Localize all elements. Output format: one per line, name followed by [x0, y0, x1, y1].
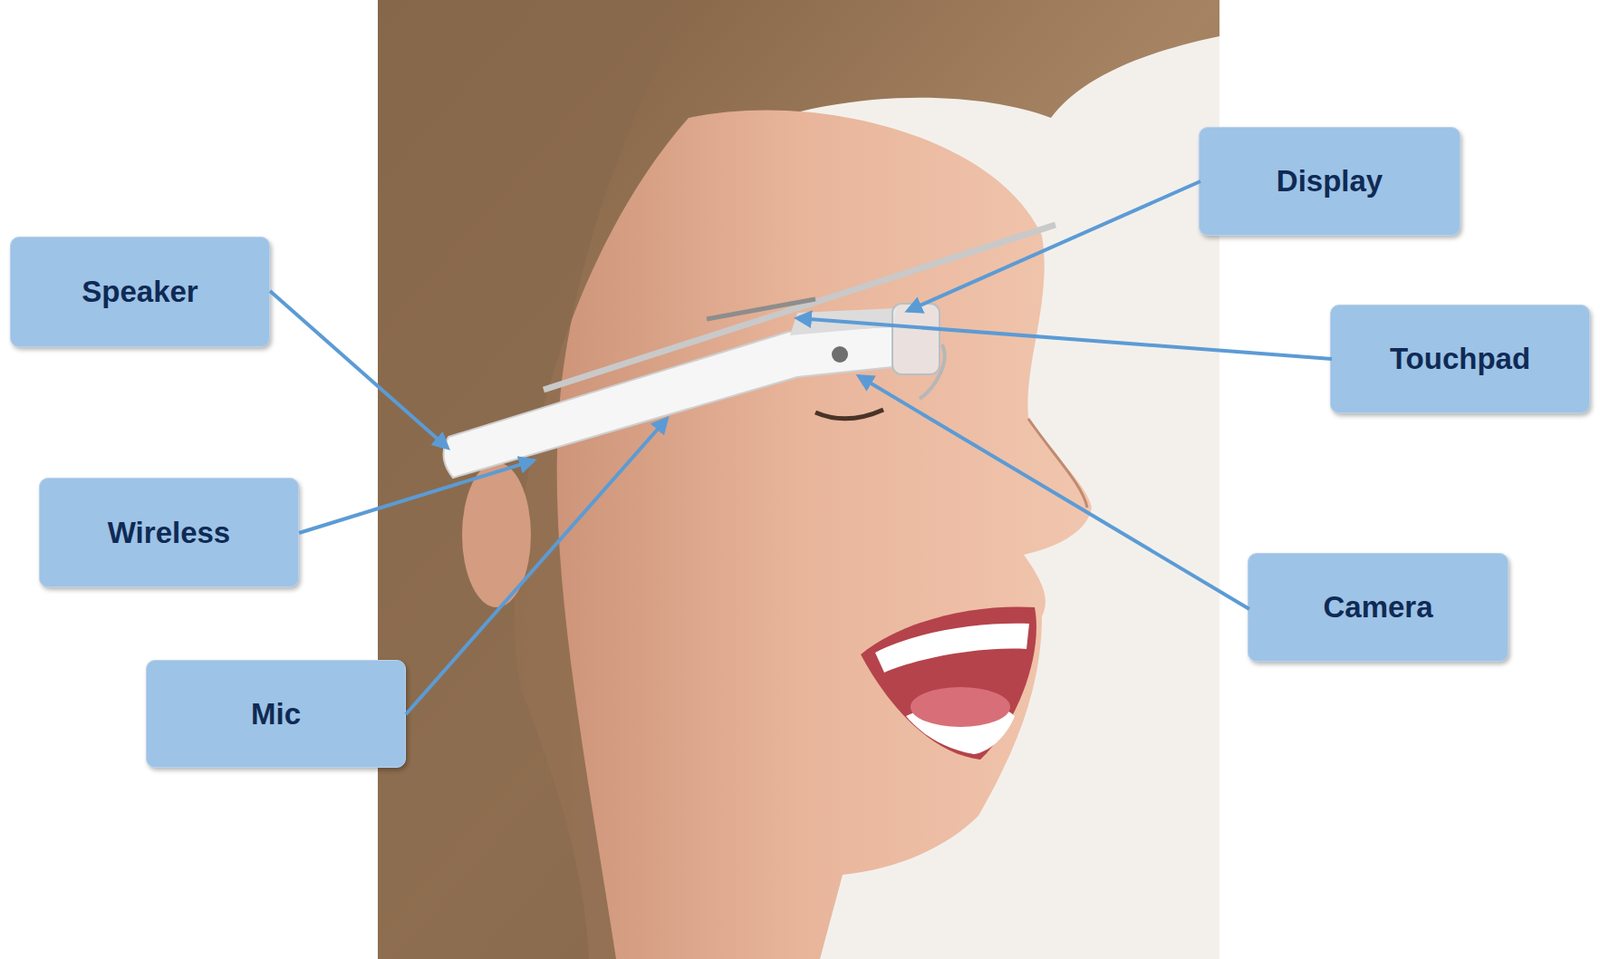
callout-label: Mic [250, 696, 301, 732]
leader-line [269, 290, 448, 448]
teeth [875, 623, 1030, 673]
callout-box: Touchpad [1330, 304, 1591, 414]
touchpad-slot [706, 298, 816, 319]
leader-line [298, 460, 534, 533]
leader-line [858, 375, 1250, 609]
photo-background [377, 0, 1220, 959]
camera-lens [831, 346, 849, 363]
callout-label: Camera [1322, 589, 1433, 625]
leader-line [907, 181, 1201, 311]
callout-label: Touchpad [1389, 341, 1531, 376]
mouth [860, 606, 1037, 760]
nose-line [1028, 418, 1088, 508]
eye-lashes [815, 409, 884, 419]
hair-side [377, 0, 689, 959]
face [514, 109, 1092, 959]
leader-line [797, 318, 1332, 359]
callout-label: Display [1276, 163, 1383, 199]
callout-label: Wireless [107, 515, 231, 550]
leader-group [269, 181, 1332, 714]
ear [462, 462, 531, 608]
callout-box: Camera [1247, 552, 1509, 662]
leader-line [405, 418, 667, 714]
glass-band [443, 326, 893, 478]
hair [377, 0, 1220, 959]
callout-box: Wireless [38, 477, 299, 588]
band-top [790, 308, 897, 336]
callout-box: Display [1198, 126, 1461, 236]
photo-group [377, 0, 1220, 959]
tongue [910, 686, 1011, 727]
nose-pad [919, 344, 945, 399]
callout-box: Speaker [9, 236, 270, 347]
callout-box: Mic [145, 659, 406, 768]
callout-label: Speaker [81, 274, 198, 309]
display-prism [892, 303, 940, 375]
